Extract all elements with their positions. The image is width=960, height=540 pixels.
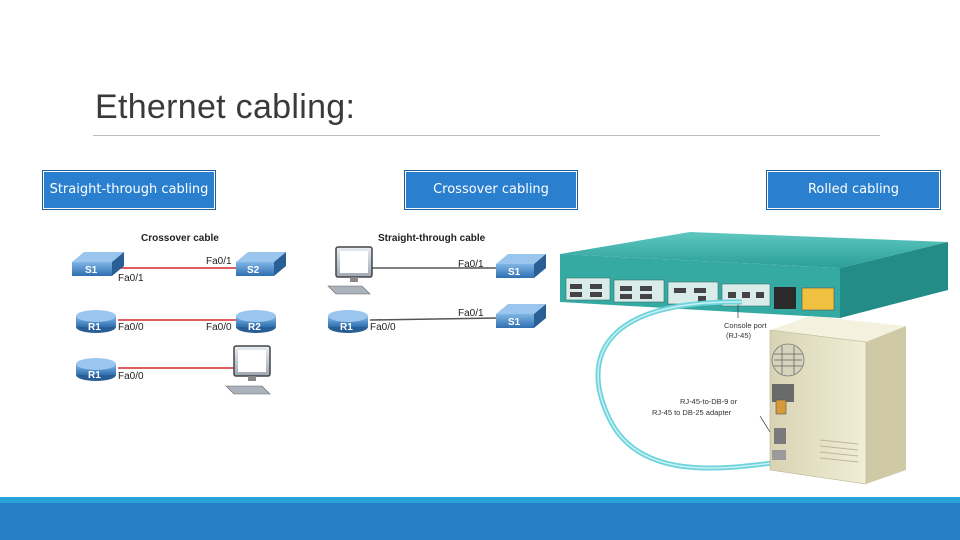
footer-bar (0, 503, 960, 540)
svg-text:S1: S1 (508, 267, 521, 278)
svg-text:R1: R1 (88, 370, 101, 381)
pc-icon (225, 345, 271, 395)
console-port-sublabel: (RJ-45) (726, 331, 752, 340)
port-label: Fa0/1 (206, 256, 232, 267)
router-icon: R2 (236, 310, 276, 333)
router-icon: R1 (328, 310, 368, 333)
switch-icon: S1 (72, 252, 124, 276)
console-port-label: Console port (724, 321, 767, 330)
router-icon: R1 (76, 310, 116, 333)
cabling-diagrams: Crossover cable S1 Fa0/1 Fa0/1 S2 R1 Fa0… (72, 232, 948, 485)
svg-text:R2: R2 (248, 322, 261, 333)
port-label: Fa0/1 (118, 273, 144, 284)
crossover-diagram-title: Crossover cable (141, 233, 219, 244)
svg-text:S2: S2 (247, 265, 260, 276)
crossover-diagram: Crossover cable S1 Fa0/1 Fa0/1 S2 R1 Fa0… (72, 233, 286, 395)
straight-cable-line (369, 317, 499, 321)
pc-icon (327, 246, 373, 295)
pc-tower (769, 316, 906, 485)
svg-text:S1: S1 (508, 317, 521, 328)
straight-through-diagram: Straight-through cable Fa0/1 S1 R1 Fa0/0… (327, 233, 546, 333)
straight-through-diagram-title: Straight-through cable (378, 233, 486, 244)
svg-text:S1: S1 (85, 265, 98, 276)
adapter-label: RJ-45-to-DB-9 or (680, 397, 738, 406)
switch-icon: S1 (496, 254, 546, 278)
rolled-diagram: Console port (RJ-45) (560, 232, 948, 485)
router-icon: R1 (76, 358, 116, 381)
footer-accent-stripe (0, 497, 960, 503)
switch-icon: S2 (236, 252, 286, 276)
svg-text:R1: R1 (340, 322, 353, 333)
switch-icon: S1 (496, 304, 546, 328)
port-label: Fa0/0 (118, 371, 144, 382)
port-label: Fa0/0 (118, 322, 144, 333)
port-label: Fa0/1 (458, 259, 484, 270)
port-label: Fa0/0 (370, 322, 396, 333)
port-label: Fa0/1 (458, 308, 484, 319)
svg-text:R1: R1 (88, 322, 101, 333)
rolled-label: Rolled cabling (767, 171, 940, 209)
crossover-label: Crossover cabling (405, 171, 577, 209)
title-divider (93, 135, 880, 136)
router-chassis (560, 232, 948, 318)
port-label: Fa0/0 (206, 322, 232, 333)
straight-through-label: Straight-through cabling (43, 171, 215, 209)
slide-title: Ethernet cabling: (95, 88, 356, 126)
adapter-sublabel: RJ-45 to DB-25 adapter (652, 408, 732, 417)
